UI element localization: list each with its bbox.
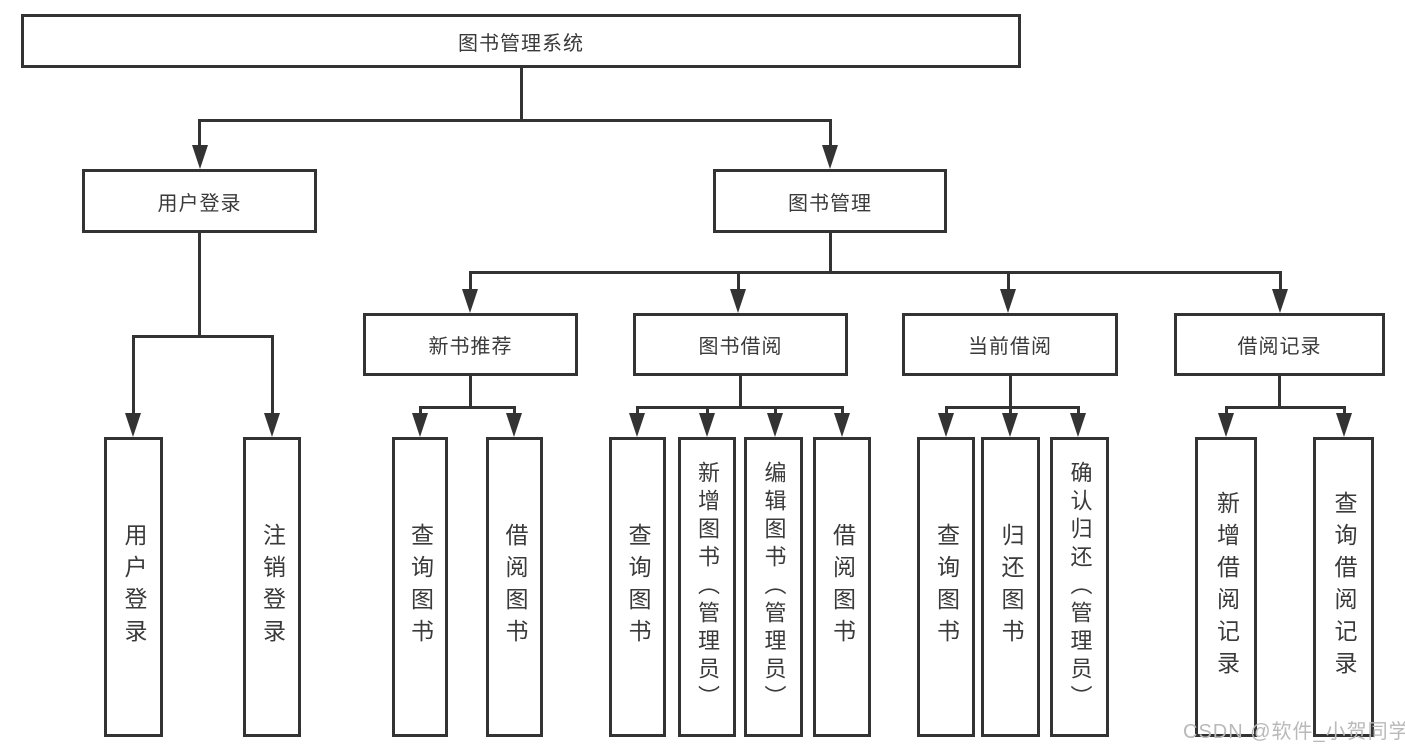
connector-line	[1007, 271, 1010, 291]
leaf-edit-book-admin: 编辑图书（管理员）	[744, 437, 803, 737]
connector-line	[469, 271, 1282, 274]
connector-line	[198, 119, 831, 122]
leaf-label: 注销登录	[259, 523, 286, 651]
connector-line	[945, 406, 1080, 409]
connector-line	[945, 406, 948, 415]
arrow-down-icon	[125, 413, 141, 437]
node-label: 新书推荐	[428, 336, 513, 358]
connector-line	[636, 406, 844, 409]
connector-line	[469, 271, 472, 291]
arrow-down-icon	[834, 413, 850, 437]
leaf-query-borrowing-record: 查询借阅记录	[1313, 437, 1374, 737]
arrow-down-icon	[938, 413, 954, 437]
connector-line	[1278, 376, 1281, 409]
connector-line	[774, 406, 777, 415]
node-new-book-recommendation: 新书推荐	[363, 313, 578, 376]
leaf-label: 查询图书	[625, 523, 651, 651]
leaf-borrow-books-recommend: 借阅图书	[486, 437, 543, 737]
leaf-add-book-admin: 新增图书（管理员）	[678, 437, 736, 737]
connector-line	[469, 376, 472, 409]
arrow-down-icon	[1336, 413, 1352, 437]
node-label: 图书管理系统	[458, 32, 584, 55]
leaf-label: 新增图书（管理员）	[695, 461, 720, 713]
arrow-down-icon	[1002, 413, 1018, 437]
leaf-label: 编辑图书（管理员）	[761, 461, 787, 713]
arrow-down-icon	[730, 289, 746, 313]
connector-line	[829, 233, 832, 274]
arrow-down-icon	[506, 413, 522, 437]
connector-line	[737, 271, 740, 291]
connector-line	[198, 119, 201, 147]
connector-line	[1009, 406, 1012, 415]
leaf-label: 新增借阅记录	[1213, 491, 1240, 683]
leaf-borrow-books-borrowing: 借阅图书	[813, 437, 871, 737]
node-label: 图书管理	[788, 192, 872, 215]
leaf-label: 查询图书	[933, 523, 960, 651]
leaf-label: 查询图书	[407, 523, 434, 651]
leaf-confirm-return-admin: 确认归还（管理员）	[1050, 437, 1109, 737]
arrow-down-icon	[192, 145, 208, 169]
arrow-down-icon	[462, 289, 478, 313]
leaf-user-login: 用户登录	[104, 437, 163, 737]
connector-line	[1009, 376, 1012, 409]
node-book-borrowing: 图书借阅	[633, 313, 848, 376]
leaf-query-books-current: 查询图书	[917, 437, 975, 737]
leaf-label: 借阅图书	[829, 523, 856, 651]
connector-line	[636, 406, 639, 415]
arrow-down-icon	[412, 413, 428, 437]
leaf-label: 借阅图书	[502, 523, 528, 651]
node-book-management: 图书管理	[713, 169, 947, 233]
node-library-management-system: 图书管理系统	[21, 14, 1021, 68]
leaf-label: 归还图书	[998, 523, 1024, 651]
connector-line	[739, 376, 742, 409]
leaf-label: 查询借阅记录	[1331, 491, 1357, 683]
connector-line	[513, 406, 516, 415]
arrow-down-icon	[1218, 413, 1234, 437]
connector-line	[706, 406, 709, 415]
arrow-down-icon	[822, 145, 838, 169]
node-label: 用户登录	[157, 192, 242, 215]
arrow-down-icon	[629, 413, 645, 437]
node-label: 借阅记录	[1237, 336, 1322, 358]
leaf-return-books: 归还图书	[981, 437, 1040, 737]
connector-line	[132, 335, 135, 415]
connector-line	[271, 335, 274, 415]
node-label: 当前借阅	[968, 336, 1052, 358]
connector-line	[1077, 406, 1080, 415]
leaf-query-books-borrowing: 查询图书	[609, 437, 666, 737]
leaf-label: 用户登录	[121, 523, 147, 651]
connector-line	[1225, 406, 1346, 409]
connector-line	[1279, 271, 1282, 291]
node-user-login: 用户登录	[82, 169, 317, 233]
leaf-logout-login: 注销登录	[243, 437, 301, 737]
connector-line	[841, 406, 844, 415]
arrow-down-icon	[264, 413, 280, 437]
watermark-text: CSDN @软件_小贺同学	[1183, 721, 1405, 743]
connector-line	[419, 406, 516, 409]
node-borrowing-records: 借阅记录	[1174, 313, 1385, 376]
connector-line	[419, 406, 422, 415]
leaf-add-borrowing-record: 新增借阅记录	[1195, 437, 1257, 737]
arrow-down-icon	[1070, 413, 1086, 437]
connector-line	[132, 335, 274, 338]
connector-line	[829, 119, 832, 147]
node-label: 图书借阅	[698, 336, 783, 358]
connector-line	[1343, 406, 1346, 415]
leaf-label: 确认归还（管理员）	[1067, 461, 1093, 713]
arrow-down-icon	[699, 413, 715, 437]
connector-line	[520, 68, 523, 119]
leaf-query-books-recommend: 查询图书	[392, 437, 448, 737]
connector-line	[198, 233, 201, 337]
connector-line	[1225, 406, 1228, 415]
arrow-down-icon	[1272, 289, 1288, 313]
node-current-borrowing: 当前借阅	[902, 313, 1118, 376]
arrow-down-icon	[767, 413, 783, 437]
arrow-down-icon	[1000, 289, 1016, 313]
